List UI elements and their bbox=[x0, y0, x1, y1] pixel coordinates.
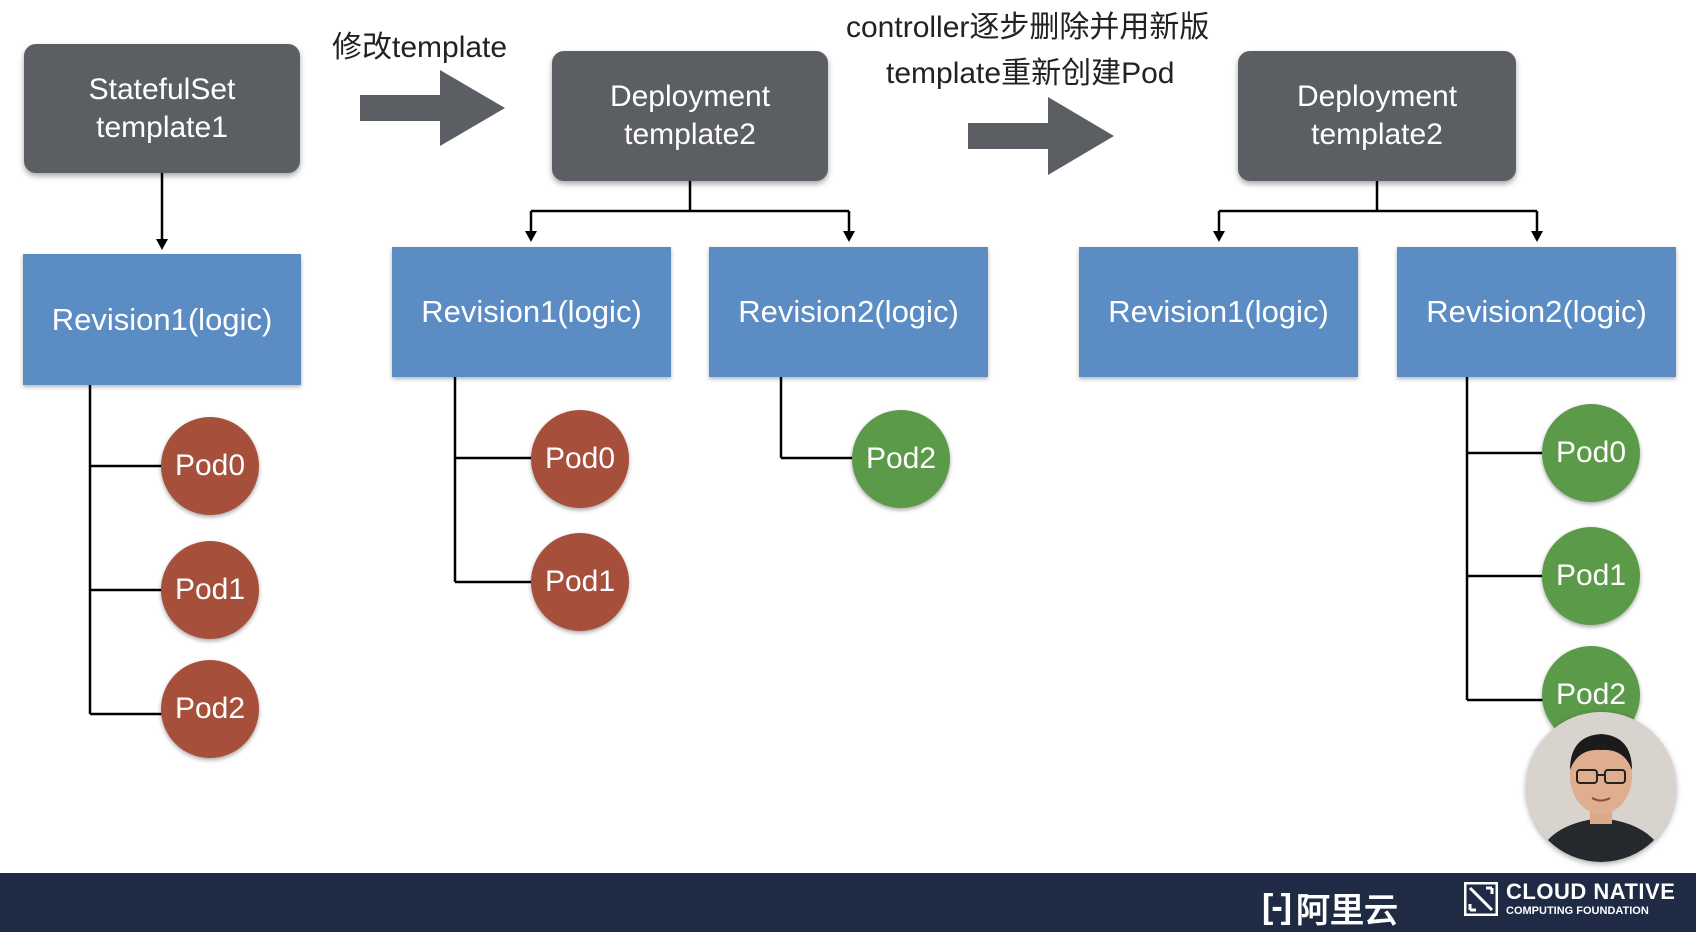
pod-node: Pod0 bbox=[161, 417, 259, 515]
revision-label: Revision1(logic) bbox=[1108, 294, 1329, 329]
arrowhead-icon bbox=[1531, 231, 1543, 242]
pod-label: Pod0 bbox=[544, 442, 616, 475]
footer-bar: [-] 阿里云 CLOUD NATIVE COMPUTING FOUNDATIO… bbox=[0, 873, 1696, 932]
cncf-mark-icon bbox=[1464, 882, 1498, 916]
revision-label: Revision2(logic) bbox=[1426, 294, 1647, 329]
pod-label: Pod2 bbox=[865, 442, 937, 475]
pod-node: Pod1 bbox=[1542, 527, 1640, 625]
revision-label: Revision1(logic) bbox=[51, 301, 273, 337]
revision-label: Revision1(logic) bbox=[421, 294, 642, 329]
pod-node: Pod0 bbox=[1542, 404, 1640, 502]
arrowhead-icon bbox=[156, 239, 168, 250]
cncf-line1: CLOUD NATIVE bbox=[1506, 879, 1676, 904]
statefulset-template-box: StatefulSet template1 bbox=[24, 44, 300, 173]
revision1-box: Revision1(logic) bbox=[1079, 247, 1358, 377]
deployment-template-box: Deployment template2 bbox=[1238, 51, 1516, 181]
revision2-box: Revision2(logic) bbox=[1397, 247, 1676, 377]
caption-controller-line1: controller逐步删除并用新版 bbox=[846, 11, 1210, 44]
template-version: template2 bbox=[624, 118, 756, 151]
pod-node: Pod2 bbox=[852, 410, 950, 508]
pod-node: Pod2 bbox=[161, 660, 259, 758]
revision-label: Revision2(logic) bbox=[738, 294, 959, 329]
presenter-avatar bbox=[1526, 712, 1676, 862]
alibaba-cloud-logo: [-] 阿里云 bbox=[1262, 883, 1398, 932]
pod-label: Pod1 bbox=[544, 565, 616, 598]
template-kind: StatefulSet bbox=[88, 72, 236, 106]
caption-modify-template: 修改template bbox=[332, 31, 508, 64]
revision1-box: Revision1(logic) bbox=[23, 254, 301, 385]
template-version: template2 bbox=[1311, 118, 1443, 151]
revision1-box: Revision1(logic) bbox=[392, 247, 671, 377]
pod-label: Pod2 bbox=[1555, 678, 1627, 711]
revision2-box: Revision2(logic) bbox=[709, 247, 988, 377]
pod-label: Pod1 bbox=[174, 573, 246, 606]
alibaba-mark-icon: [-] bbox=[1262, 888, 1292, 926]
alibaba-cloud-text: 阿里云 bbox=[1295, 892, 1398, 930]
pod-node: Pod1 bbox=[531, 533, 629, 631]
pod-label: Pod1 bbox=[1555, 559, 1627, 592]
caption-controller-line2: template重新创建Pod bbox=[886, 57, 1175, 90]
right-arrow-icon bbox=[360, 70, 505, 146]
connector-lines bbox=[88, 70, 1544, 716]
arrowhead-icon bbox=[843, 231, 855, 242]
template-kind: Deployment bbox=[1296, 80, 1458, 113]
arrowhead-icon bbox=[1213, 231, 1225, 242]
template-version: template1 bbox=[96, 110, 228, 144]
pod-label: Pod2 bbox=[174, 692, 246, 725]
right-arrow-icon bbox=[968, 97, 1114, 175]
cncf-line2: COMPUTING FOUNDATION bbox=[1506, 905, 1649, 917]
deployment-template-box: Deployment template2 bbox=[552, 51, 828, 181]
pod-node: Pod1 bbox=[161, 541, 259, 639]
cncf-logo: CLOUD NATIVE COMPUTING FOUNDATION bbox=[1464, 881, 1675, 917]
pod-label: Pod0 bbox=[174, 449, 246, 482]
pod-label: Pod0 bbox=[1555, 436, 1627, 469]
arrowhead-icon bbox=[525, 231, 537, 242]
template-kind: Deployment bbox=[609, 80, 771, 113]
pod-node: Pod0 bbox=[531, 410, 629, 508]
